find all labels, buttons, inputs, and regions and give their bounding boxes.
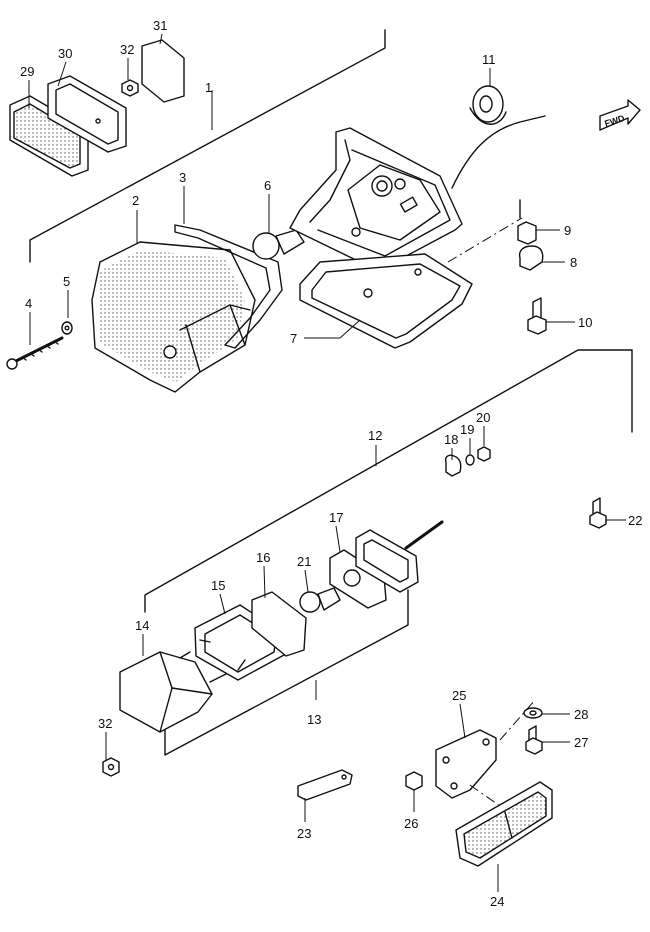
part-5-washer	[61, 321, 73, 335]
callout-31: 31	[153, 18, 167, 33]
callout-26: 26	[404, 816, 418, 831]
callout-32-top: 32	[120, 42, 134, 57]
callout-19: 19	[460, 422, 474, 437]
part-26-nut	[405, 771, 423, 791]
part-28-washer	[523, 707, 543, 719]
callout-12: 12	[368, 428, 382, 443]
callout-20: 20	[476, 410, 490, 425]
part-9-collar	[517, 221, 537, 245]
part-32-nut-top	[121, 79, 139, 97]
assembly-bracket-13	[164, 589, 409, 756]
callout-15: 15	[211, 578, 225, 593]
callout-16: 16	[256, 550, 270, 565]
part-32-nut-bottom	[102, 757, 120, 777]
part-16-gasket	[251, 591, 307, 657]
part-30-gasket	[47, 75, 127, 153]
part-27-bolt	[525, 725, 543, 755]
part-2-tail-lens	[91, 241, 256, 393]
callout-8: 8	[570, 255, 577, 270]
callout-2: 2	[132, 193, 139, 208]
part-29-reflector	[9, 95, 89, 177]
callout-22: 22	[628, 513, 642, 528]
part-11-grommet	[469, 85, 507, 125]
callout-5: 5	[63, 274, 70, 289]
callout-4: 4	[25, 296, 32, 311]
callout-17: 17	[329, 510, 343, 525]
callout-29: 29	[20, 64, 34, 79]
callout-14: 14	[135, 618, 149, 633]
part-10-bolt	[527, 297, 547, 335]
callout-1: 1	[205, 80, 212, 95]
part-7-gasket	[299, 253, 473, 349]
callout-23: 23	[297, 826, 311, 841]
assembly-bracket-12	[144, 349, 633, 613]
callout-28: 28	[574, 707, 588, 722]
part-25-bracket	[435, 729, 497, 799]
part-21-bulb	[299, 587, 341, 613]
leader-lines	[28, 33, 626, 892]
part-4-screw	[6, 336, 64, 370]
part-3-lens-gasket	[174, 224, 283, 349]
callout-7: 7	[290, 331, 297, 346]
callout-11: 11	[482, 52, 496, 67]
callout-25: 25	[452, 688, 466, 703]
assembly-bracket-1	[29, 29, 386, 263]
part-22-bolt	[589, 497, 607, 529]
part-20-nut	[477, 446, 491, 462]
part-19-washer	[465, 454, 475, 466]
part-housing-socket	[289, 127, 463, 271]
callout-30: 30	[58, 46, 72, 61]
part-24-reflector	[455, 781, 553, 867]
fwd-arrow-badge: FWD	[599, 99, 641, 131]
callout-18: 18	[444, 432, 458, 447]
callout-labels: 1 2 3 4 5 6 7 8 9 10 11 12 13 14 15 16 1…	[20, 18, 642, 909]
callout-27: 27	[574, 735, 588, 750]
callout-3: 3	[179, 170, 186, 185]
part-23-clamp	[297, 769, 353, 801]
callout-6: 6	[264, 178, 271, 193]
callout-21: 21	[297, 554, 311, 569]
callout-13: 13	[307, 712, 321, 727]
callout-10: 10	[578, 315, 592, 330]
part-8-cap-nut	[518, 245, 544, 271]
part-18-cap-nut	[444, 454, 462, 477]
callout-32-bottom: 32	[98, 716, 112, 731]
callout-24: 24	[490, 894, 504, 909]
part-6-bulb	[252, 229, 305, 260]
part-31-plate	[141, 39, 185, 103]
callout-9: 9	[564, 223, 571, 238]
part-17-socket	[329, 520, 444, 609]
